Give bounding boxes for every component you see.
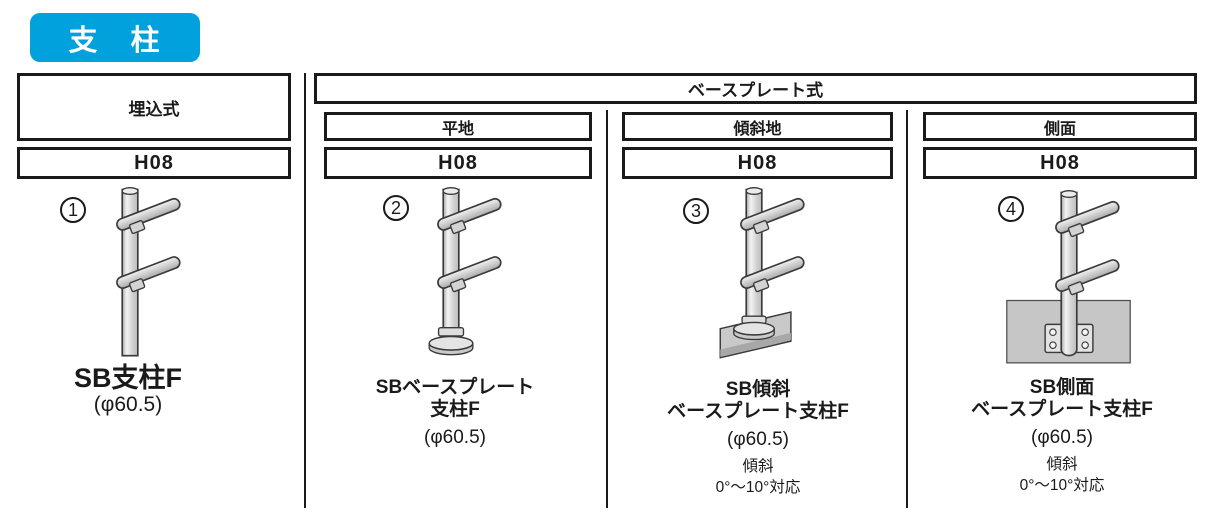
baseplate-group-label: ベースプレート式 [687,81,824,100]
item-number-2: 2 [383,195,409,221]
product-note: 0°～10°対応 [1019,477,1105,494]
side-mount-header: 側面 [923,112,1197,141]
side-mount-code-label: H08 [1040,151,1080,174]
embedded-type-header: 埋込式 [17,73,291,141]
slope-ground-code-box: H08 [622,147,893,179]
embedded-code-label: H08 [134,151,174,174]
side-mount-code-box: H08 [923,147,1197,179]
product-label-1: SB支柱F (φ60.5) [0,364,268,416]
item-number-1: 1 [60,197,86,223]
product-name: 支柱F [430,399,480,420]
column-divider-2 [606,110,608,508]
flat-ground-code-label: H08 [438,151,478,174]
side-baseplate-post-illustration [1006,190,1131,364]
product-name: ベースプレート支柱F [971,399,1153,420]
product-note: 傾斜 [1046,456,1078,473]
column-divider-3 [906,110,908,508]
product-label-3: SB傾斜 ベースプレート支柱F (φ60.5) 傾斜 0°～10°対応 [618,379,898,498]
side-mount-label: 側面 [1043,120,1076,138]
product-diameter: (φ60.5) [93,393,163,416]
embedded-post-illustration [114,187,185,357]
section-banner: 支 柱 [30,13,200,62]
item-number-4: 4 [998,196,1024,222]
product-name: SB支柱F [74,363,182,393]
slope-ground-code-label: H08 [737,151,778,174]
flat-ground-code-box: H08 [324,147,592,179]
embedded-type-label: 埋込式 [128,99,180,119]
flat-ground-label: 平地 [441,120,474,138]
slope-baseplate-post-illustration [719,187,809,359]
product-note: 0°～10°対応 [715,479,801,496]
product-diameter: (φ60.5) [1031,427,1093,448]
column-divider-1 [304,73,306,508]
embedded-code-box: H08 [17,147,291,179]
product-label-2: SBベースプレート 支柱F (φ60.5) [315,377,595,448]
item-number-3: 3 [683,198,709,224]
baseplate-group-header: ベースプレート式 [314,73,1197,104]
slope-ground-label: 傾斜地 [733,120,782,138]
product-note: 傾斜 [742,458,774,475]
product-name: SB側面 [1029,377,1095,398]
product-name: SB傾斜 [725,379,791,400]
flat-ground-header: 平地 [324,112,592,141]
product-name: ベースプレート支柱F [667,401,849,422]
slope-ground-header: 傾斜地 [622,112,893,141]
product-label-4: SB側面 ベースプレート支柱F (φ60.5) 傾斜 0°～10°対応 [922,377,1202,496]
baseplate-post-illustration [428,187,506,356]
product-name: SBベースプレート [375,377,535,398]
product-diameter: (φ60.5) [727,429,789,450]
product-diameter: (φ60.5) [424,427,486,448]
section-title: 支 柱 [68,24,162,57]
